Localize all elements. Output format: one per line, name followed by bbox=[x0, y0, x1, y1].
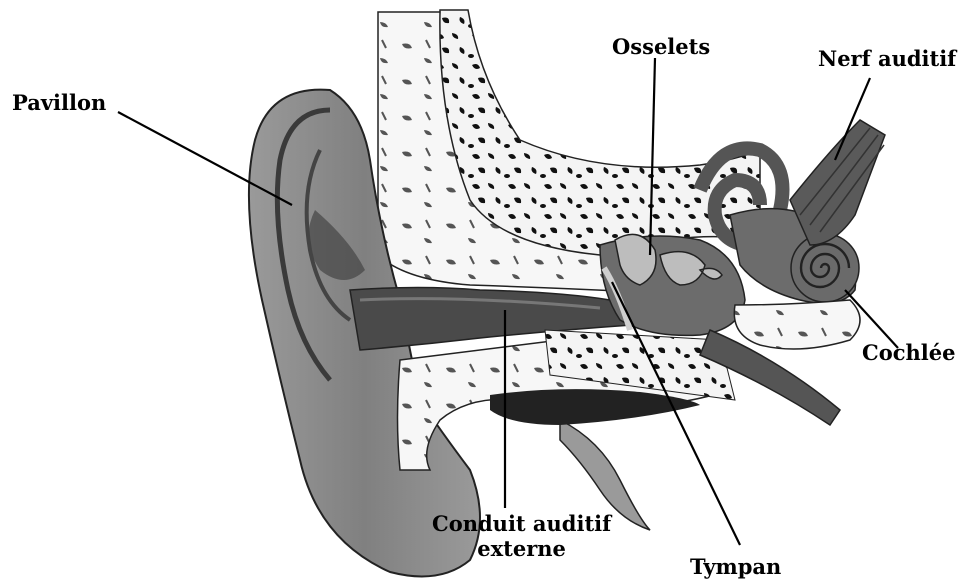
label-osselets: Osselets bbox=[612, 36, 710, 57]
label-conduit-line1: Conduit auditif bbox=[432, 512, 611, 537]
label-nerf-auditif: Nerf auditif bbox=[818, 48, 956, 69]
label-cochlee: Cochlée bbox=[862, 342, 955, 363]
petrous-bone-lower bbox=[734, 300, 860, 349]
auditory-nerve-bundle bbox=[790, 120, 885, 245]
cochlea-spiral bbox=[791, 234, 859, 302]
label-conduit-line2: externe bbox=[432, 537, 611, 562]
label-conduit-auditif-externe: Conduit auditif externe bbox=[432, 512, 611, 562]
label-pavillon: Pavillon bbox=[12, 92, 106, 113]
label-tympan: Tympan bbox=[690, 556, 781, 577]
